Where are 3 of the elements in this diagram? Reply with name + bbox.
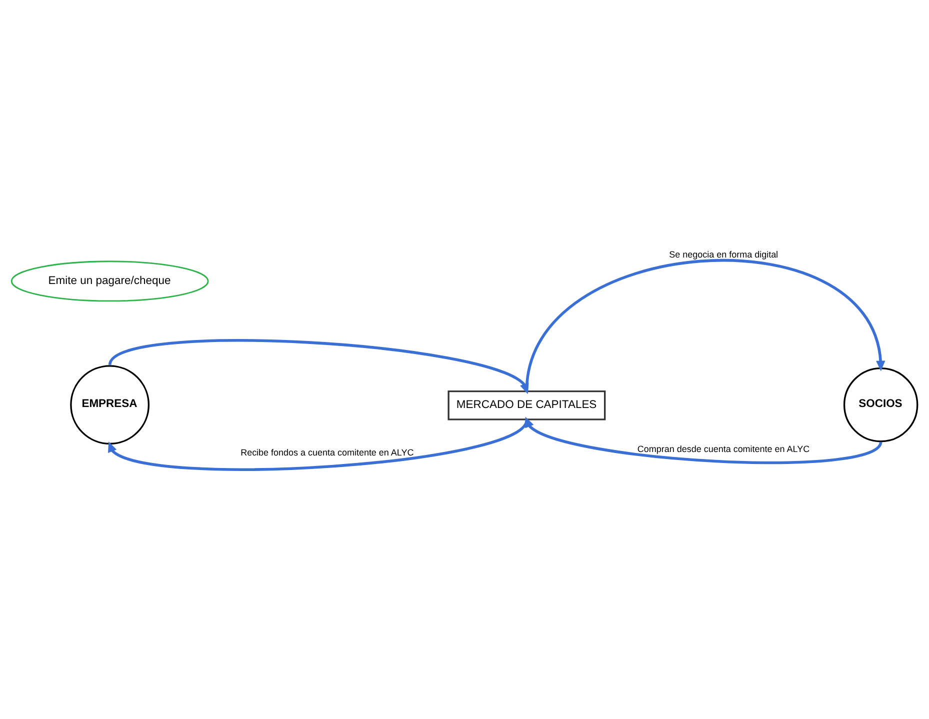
edge-label: Recibe fondos a cuenta comitente en ALYC	[240, 446, 414, 457]
edge-label: Compran desde cuenta comitente en ALYC	[637, 443, 810, 454]
edge-label: Se negocia en forma digital	[669, 248, 778, 259]
